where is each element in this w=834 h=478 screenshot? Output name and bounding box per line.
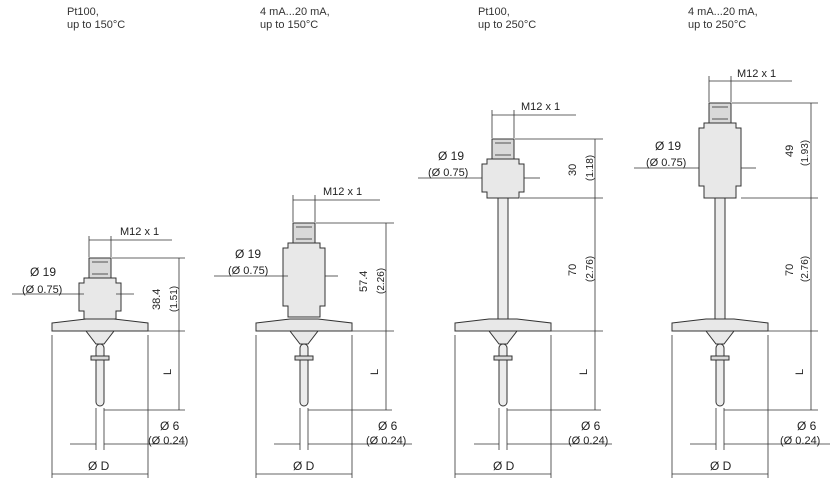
head-diameter-inch: (Ø 0.75) <box>646 157 686 169</box>
head-height-inch: (1.51) <box>169 286 180 312</box>
tip-diameter-label: Ø 6 <box>160 419 180 433</box>
extension-neck <box>714 197 726 320</box>
caption-4-20ma-250: 4 mA...20 mA,up to 250°C <box>688 6 758 32</box>
probe-shaft <box>715 343 725 407</box>
head-diameter-label: Ø 19 <box>438 149 464 163</box>
probe-shaft <box>498 343 508 407</box>
probe-length-label: L <box>578 369 590 375</box>
head-height-label: 49 <box>784 145 796 157</box>
caption-pt100-250: Pt100,up to 250°C <box>478 6 536 32</box>
thread-label: M12 x 1 <box>120 226 159 238</box>
head-diameter-inch: (Ø 0.75) <box>22 284 62 296</box>
thread-label: M12 x 1 <box>323 186 362 198</box>
drawing-pt100-150: M12 x 1 Ø 19 (Ø 0.75) 38.4 (1.51) L Ø 6 … <box>12 226 188 478</box>
caption-pt100-150: Pt100,up to 150°C <box>67 6 125 32</box>
caption-line-1: Pt100, <box>67 6 99 18</box>
tip-diameter-label: Ø 6 <box>378 419 398 433</box>
head-diameter-label: Ø 19 <box>235 247 261 261</box>
tip-diameter-inch: (Ø 0.24) <box>780 435 820 447</box>
tip-diameter-label: Ø 6 <box>797 419 817 433</box>
caption-line-2: up to 250°C <box>478 19 537 31</box>
neck-length-inch: (2.76) <box>800 256 811 282</box>
thread-label: M12 x 1 <box>521 101 560 113</box>
connector-thread <box>292 222 316 244</box>
neck-length-label: 70 <box>784 264 796 276</box>
neck-length-label: 70 <box>567 264 579 276</box>
flange-diameter-label: Ø D <box>710 459 732 473</box>
clamp-flange <box>51 318 149 332</box>
clamp-flange <box>454 318 552 332</box>
clamp-flange <box>255 318 353 332</box>
drawing-4-20ma-150: M12 x 1 Ø 19 (Ø 0.75) 57.4 (2.26) L Ø 6 … <box>214 186 412 478</box>
flange-diameter-label: Ø D <box>493 459 515 473</box>
extension-neck <box>497 197 509 320</box>
caption-line-2: up to 250°C <box>688 19 747 31</box>
drawing-4-20ma-250: M12 x 1 Ø 19 (Ø 0.75) 49 (1.93) 70 (2.76… <box>634 68 830 478</box>
flange-diameter-label: Ø D <box>293 459 315 473</box>
head-height-inch: (2.26) <box>376 268 387 294</box>
head-height-inch: (1.18) <box>585 155 596 181</box>
head-diameter-inch: (Ø 0.75) <box>228 265 268 277</box>
probe-shaft <box>95 343 105 407</box>
sensor-head <box>481 158 525 199</box>
connector-thread <box>491 138 515 160</box>
tip-diameter-inch: (Ø 0.24) <box>366 435 406 447</box>
thread-label: M12 x 1 <box>737 68 776 80</box>
head-diameter-label: Ø 19 <box>655 139 681 153</box>
head-diameter-label: Ø 19 <box>30 265 56 279</box>
caption-line-1: 4 mA...20 mA, <box>688 6 758 18</box>
clamp-flange <box>671 318 769 332</box>
tip-diameter-inch: (Ø 0.24) <box>148 435 188 447</box>
caption-line-1: Pt100, <box>478 6 510 18</box>
probe-length-label: L <box>369 369 381 375</box>
caption-line-2: up to 150°C <box>67 19 126 31</box>
head-diameter-inch: (Ø 0.75) <box>428 167 468 179</box>
drawing-pt100-250: M12 x 1 Ø 19 (Ø 0.75) 30 (1.18) 70 (2.76… <box>418 101 612 478</box>
sensor-head <box>282 242 326 318</box>
caption-line-1: 4 mA...20 mA, <box>260 6 330 18</box>
caption-4-20ma-150: 4 mA...20 mA,up to 150°C <box>260 6 330 32</box>
connector-thread <box>708 102 732 124</box>
flange-diameter-label: Ø D <box>88 459 110 473</box>
head-height-inch: (1.93) <box>800 140 811 166</box>
probe-length-label: L <box>794 369 806 375</box>
connector-thread <box>88 257 112 279</box>
probe-shaft <box>299 343 309 407</box>
neck-length-inch: (2.76) <box>585 256 596 282</box>
probe-length-label: L <box>162 369 174 375</box>
sensor-head <box>78 277 122 320</box>
head-height-label: 57.4 <box>358 271 370 292</box>
sensor-head <box>698 122 742 199</box>
tip-diameter-inch: (Ø 0.24) <box>568 435 608 447</box>
tip-diameter-label: Ø 6 <box>581 419 601 433</box>
head-height-label: 38.4 <box>151 289 163 310</box>
head-height-label: 30 <box>567 164 579 176</box>
caption-line-2: up to 150°C <box>260 19 319 31</box>
